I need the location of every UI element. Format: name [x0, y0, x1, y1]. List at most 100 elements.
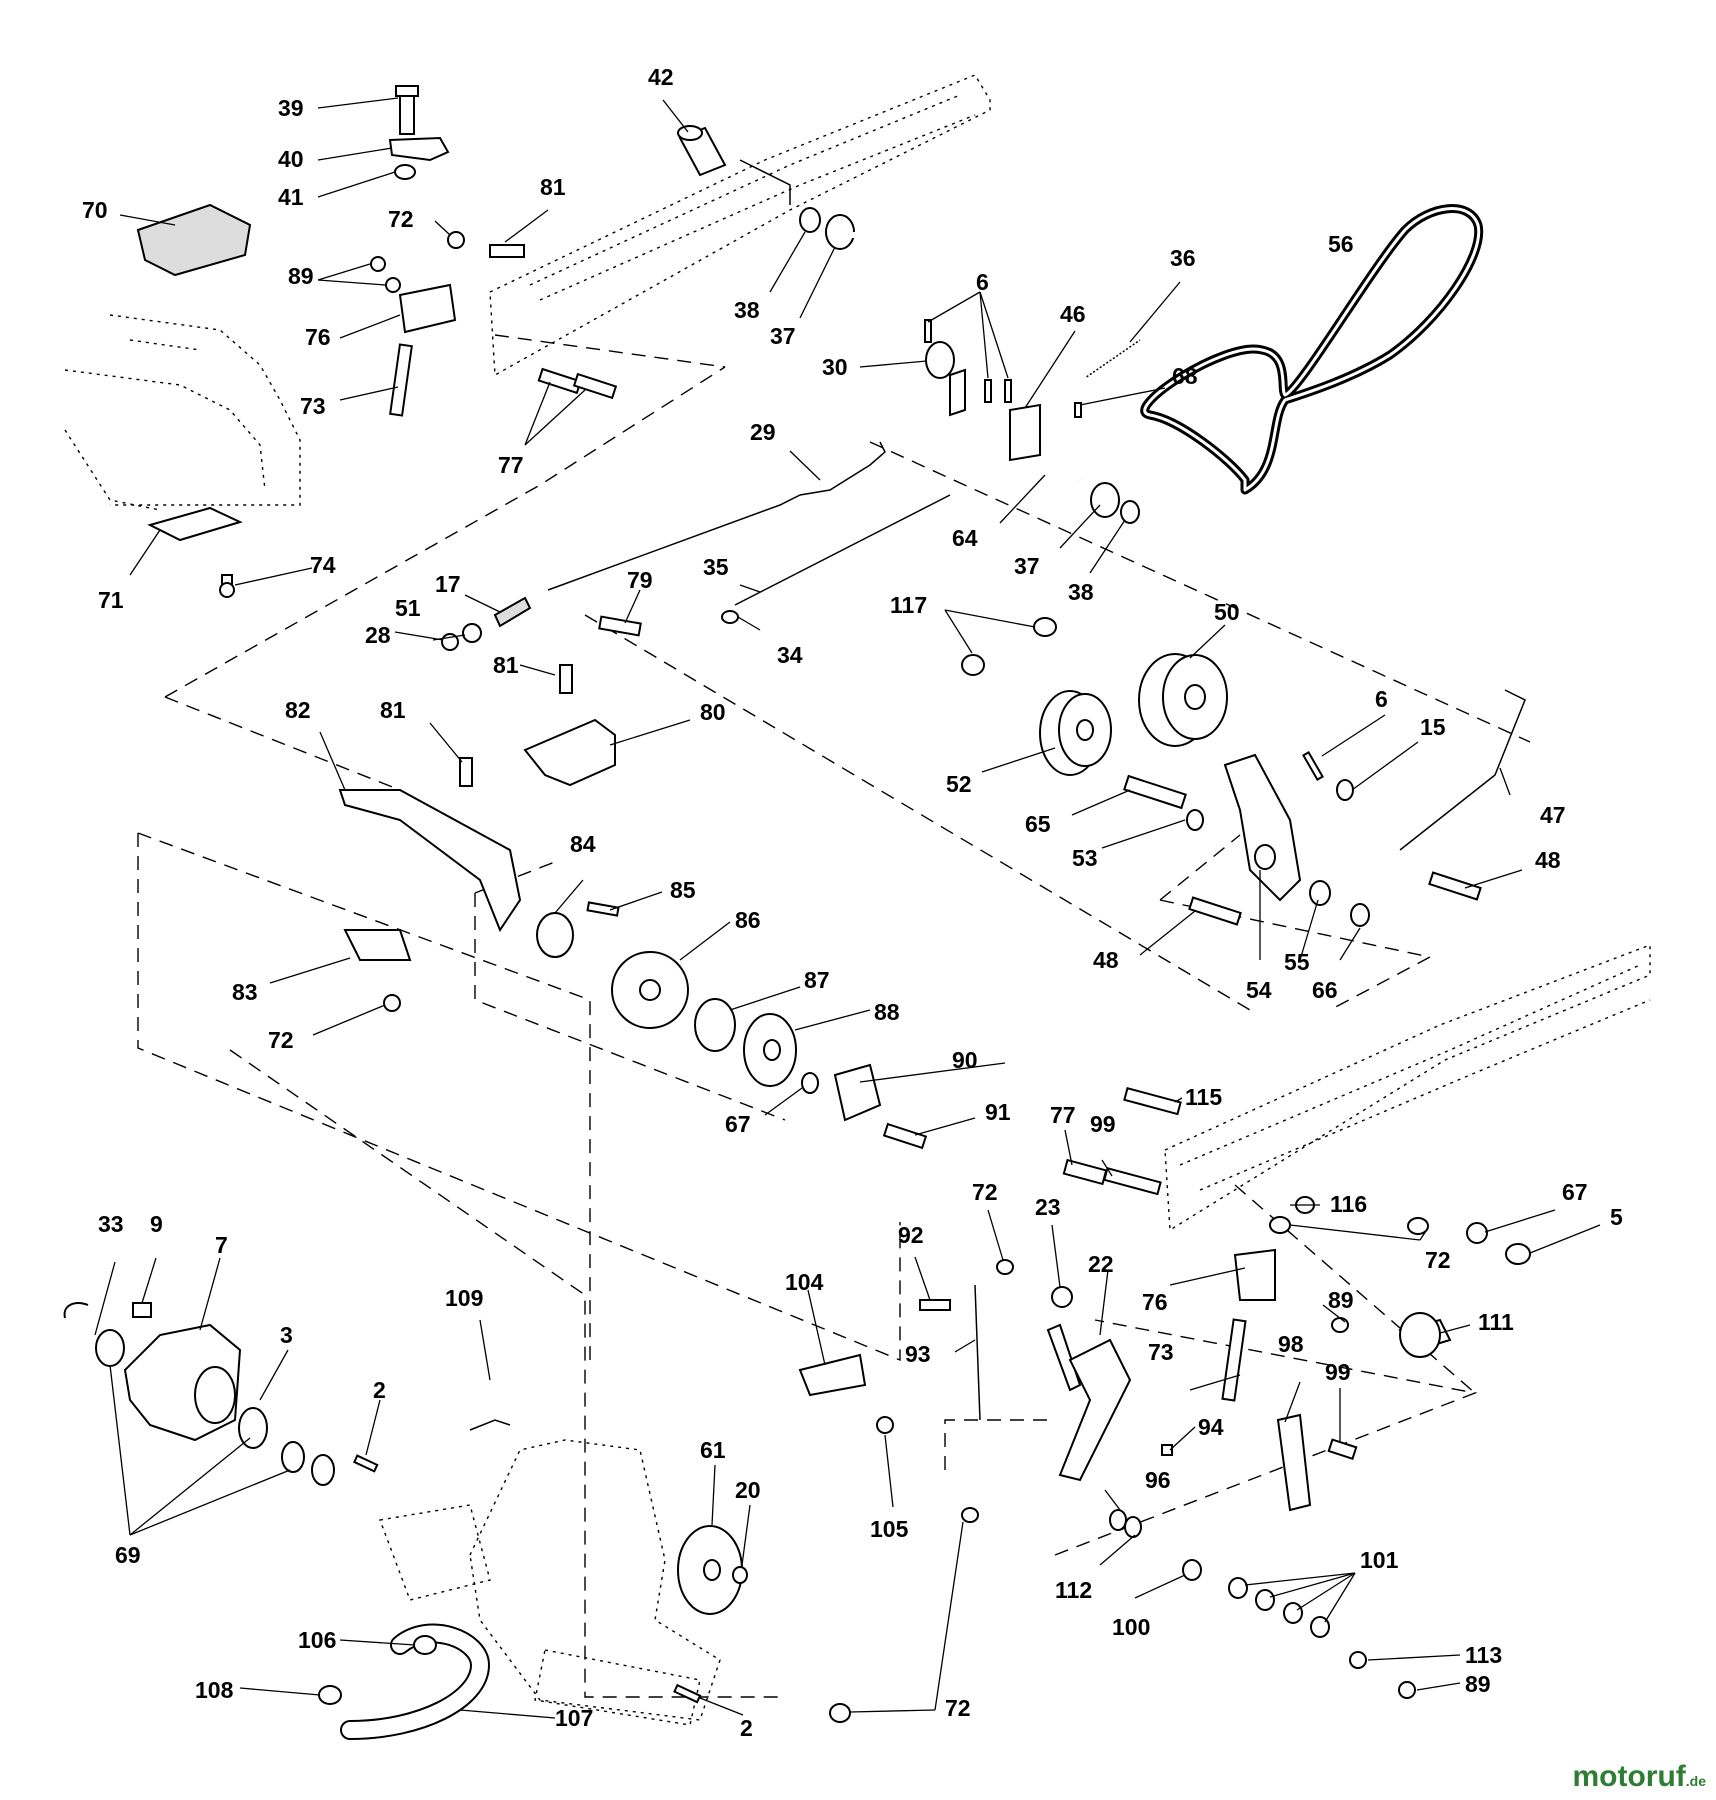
callout-81: 81 — [540, 174, 566, 200]
callout-99: 99 — [1090, 1111, 1116, 1137]
callout-82: 82 — [285, 697, 311, 723]
callout-37: 37 — [770, 323, 796, 349]
callout-91: 91 — [985, 1099, 1011, 1125]
callout-72: 72 — [268, 1027, 294, 1053]
callout-72: 72 — [972, 1179, 998, 1205]
callout-64: 64 — [952, 525, 978, 551]
callout-106: 106 — [298, 1627, 336, 1653]
watermark-brand: motoruf — [1572, 1760, 1686, 1793]
callout-116: 116 — [1330, 1191, 1367, 1217]
callout-52: 52 — [946, 771, 972, 797]
callout-7: 7 — [215, 1232, 228, 1258]
callout-100: 100 — [1112, 1614, 1150, 1640]
callout-48: 48 — [1535, 847, 1561, 873]
callout-56: 56 — [1328, 231, 1354, 257]
callout-99: 99 — [1325, 1359, 1351, 1385]
callout-42: 42 — [648, 64, 674, 90]
callout-81: 81 — [380, 697, 406, 723]
callout-84: 84 — [570, 831, 596, 857]
callout-34: 34 — [777, 642, 803, 668]
callout-55: 55 — [1284, 949, 1310, 975]
callout-labels: 39 40 41 42 70 81 72 89 76 73 77 38 37 6… — [82, 64, 1623, 1741]
callout-101: 101 — [1360, 1547, 1399, 1573]
callout-81: 81 — [493, 652, 519, 678]
callout-41: 41 — [278, 184, 304, 210]
callout-38: 38 — [1068, 579, 1094, 605]
callout-67: 67 — [725, 1111, 751, 1137]
callout-111: 111 — [1478, 1309, 1514, 1335]
watermark-tld: .de — [1685, 1773, 1706, 1789]
callout-113: 113 — [1465, 1642, 1502, 1668]
callout-69: 69 — [115, 1542, 141, 1568]
callout-54: 54 — [1246, 977, 1272, 1003]
callout-98: 98 — [1278, 1331, 1304, 1357]
callout-6: 6 — [976, 269, 989, 295]
callout-77: 77 — [1050, 1102, 1076, 1128]
callout-109: 109 — [445, 1285, 483, 1311]
callout-83: 83 — [232, 979, 258, 1005]
callout-3: 3 — [280, 1322, 293, 1348]
callout-36: 36 — [1170, 245, 1196, 271]
fan-assembly — [338, 664, 928, 1150]
callout-38: 38 — [734, 297, 760, 323]
callout-73: 73 — [1148, 1339, 1174, 1365]
callout-89: 89 — [1328, 1287, 1354, 1313]
callout-93: 93 — [905, 1341, 931, 1367]
callout-117: 117 — [890, 592, 927, 618]
callout-17: 17 — [435, 571, 461, 597]
callout-66: 66 — [1312, 977, 1338, 1003]
callout-70: 70 — [82, 197, 108, 223]
callout-2: 2 — [740, 1715, 753, 1741]
leader-lines — [94, 97, 1601, 1719]
callout-112: 112 — [1055, 1577, 1092, 1603]
callout-20: 20 — [735, 1477, 761, 1503]
main-frame-lower — [1164, 943, 1651, 1232]
callout-115: 115 — [1185, 1084, 1222, 1110]
callout-89: 89 — [288, 263, 314, 289]
body-panel — [64, 314, 301, 511]
callout-2: 2 — [373, 1377, 386, 1403]
callout-90: 90 — [952, 1047, 978, 1073]
callout-107: 107 — [555, 1705, 593, 1731]
callout-105: 105 — [870, 1516, 909, 1542]
callout-88: 88 — [874, 999, 900, 1025]
callout-67: 67 — [1562, 1179, 1588, 1205]
callout-39: 39 — [278, 95, 304, 121]
callout-87: 87 — [804, 967, 830, 993]
callout-15: 15 — [1420, 714, 1446, 740]
callout-94: 94 — [1198, 1414, 1224, 1440]
callout-22: 22 — [1088, 1251, 1114, 1277]
callout-104: 104 — [785, 1269, 824, 1295]
callout-9: 9 — [150, 1211, 163, 1237]
main-frame-upper — [489, 74, 991, 377]
callout-40: 40 — [278, 146, 304, 172]
callout-51: 51 — [395, 595, 421, 621]
callout-65: 65 — [1025, 811, 1051, 837]
callout-47: 47 — [1540, 802, 1566, 828]
callout-68: 68 — [1172, 363, 1198, 389]
callout-23: 23 — [1035, 1194, 1061, 1220]
callout-76: 76 — [1142, 1289, 1168, 1315]
callout-72: 72 — [1425, 1247, 1451, 1273]
callout-28: 28 — [365, 622, 391, 648]
v-belt — [1140, 204, 1484, 495]
callout-108: 108 — [195, 1677, 234, 1703]
site-watermark: motoruf.de — [1572, 1760, 1706, 1794]
callout-53: 53 — [1072, 845, 1098, 871]
callout-50: 50 — [1214, 599, 1240, 625]
callout-72: 72 — [388, 206, 414, 232]
callout-73: 73 — [300, 393, 326, 419]
callout-79: 79 — [627, 567, 653, 593]
callout-5: 5 — [1610, 1204, 1623, 1230]
callout-30: 30 — [822, 354, 848, 380]
callout-89: 89 — [1465, 1671, 1491, 1697]
callout-77: 77 — [498, 452, 524, 478]
callout-33: 33 — [98, 1211, 124, 1237]
pulley-assembly — [961, 617, 1526, 927]
callout-29: 29 — [750, 419, 776, 445]
callout-6: 6 — [1375, 686, 1388, 712]
callout-96: 96 — [1145, 1467, 1171, 1493]
callout-46: 46 — [1060, 301, 1086, 327]
callout-85: 85 — [670, 877, 696, 903]
